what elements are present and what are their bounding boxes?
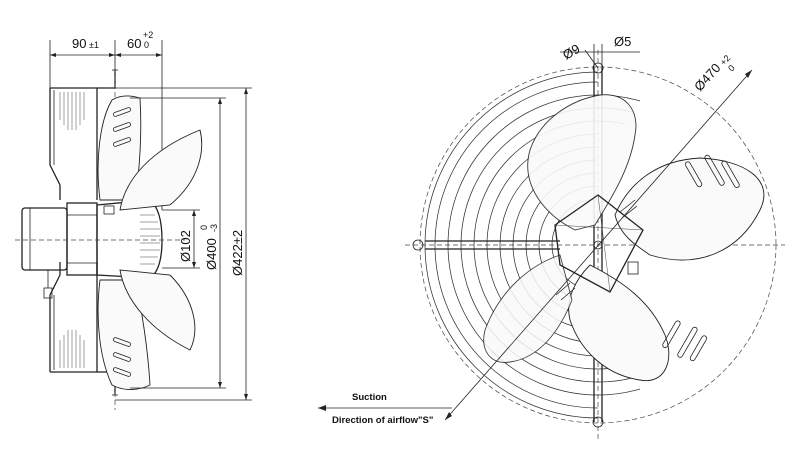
side-view: 90 ±1 60 +2 0 [15,30,252,410]
airflow-direction-label: Direction of airflow"S" [332,415,433,426]
guard-horizontal-bar [412,239,560,251]
blade-slots [113,107,131,377]
dim-d400-tol-lower: -3 [209,224,219,232]
airflow-legend: Suction Direction of airflow"S" [318,392,452,426]
dim-60-tol-upper: +2 [143,30,153,40]
diameter-dimension-lines [115,87,252,401]
dim-d400-label: Ø400 [204,238,219,270]
dim-60-tol-lower: 0 [144,40,149,50]
dim-90-tolerance: ±1 [89,40,99,50]
dim-d102-label: Ø102 [178,230,193,262]
suction-label: Suction [352,392,387,403]
dim-d470-tol-lower: 0 [726,63,737,73]
front-blade-slots [662,154,740,362]
front-view: Ø9 Ø5 Ø470 +2 0 [405,34,785,440]
dim-d422-label: Ø422±2 [230,230,245,276]
front-view-blades [483,94,765,382]
airflow-arrow-icon [318,405,326,411]
dim-d9-label: Ø9 [560,41,583,63]
dim-90-label: 90 [72,36,86,51]
hub [554,194,644,301]
side-view-blades [97,95,203,390]
front-dimension-lines [444,44,753,421]
dim-d470-label: Ø470 [691,60,723,94]
shroud-outline [49,60,118,410]
dim-d5-label: Ø5 [614,34,631,49]
dim-d400-tol-upper: 0 [199,225,209,230]
dim-60-label: 60 [127,36,141,51]
